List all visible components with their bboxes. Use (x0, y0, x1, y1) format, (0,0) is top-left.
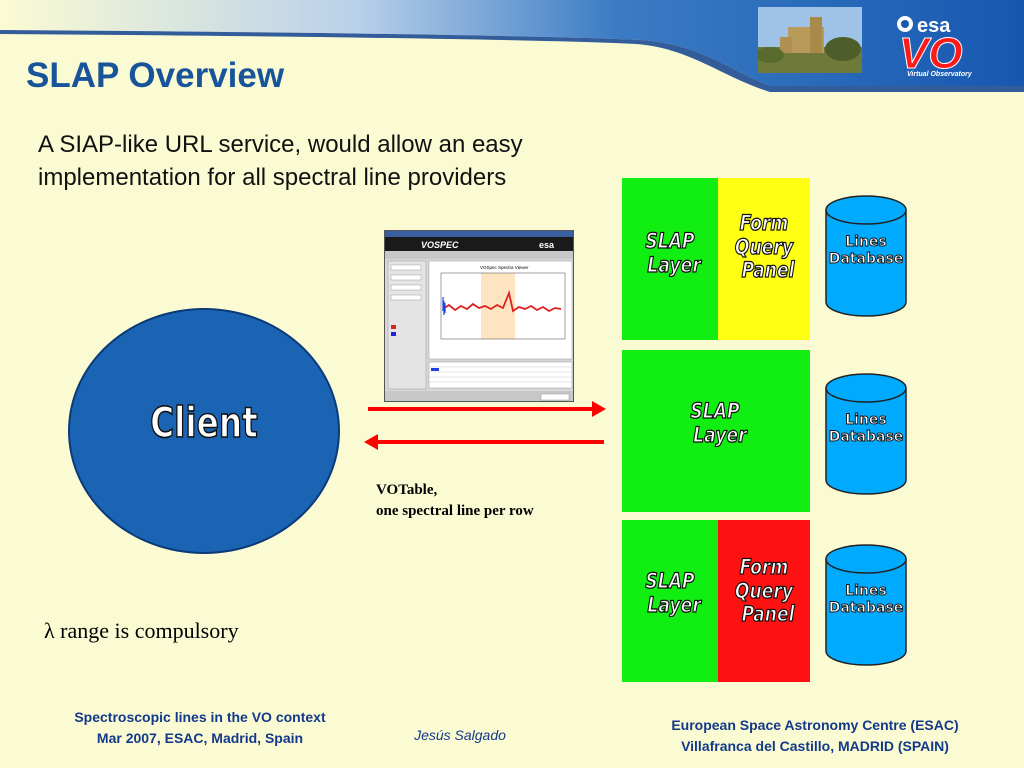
lines-text-2: Lines (845, 412, 887, 429)
footer-institution: European Space Astronomy Centre (ESAC) (671, 717, 959, 733)
request-arrow (368, 401, 606, 417)
vospec-screenshot: VOSPEC esa VOSpec Spectra Viewer (384, 230, 574, 402)
lines-database-cylinder-1 (825, 195, 907, 317)
lines-text-3: Lines (845, 583, 887, 600)
esa-vo-logo: esa VO Virtual Observatory (893, 10, 1013, 80)
slap-layer-label-3: SLAP Layer (631, 569, 710, 617)
castle-photo (758, 7, 862, 73)
slap-layer-label-2: SLAP Layer (670, 399, 760, 447)
footer-location: Villafranca del Castillo, MADRID (SPAIN) (681, 738, 949, 754)
vospec-title: VOSPEC (421, 240, 459, 250)
slap-line-1: SLAP (645, 229, 695, 253)
lines-text-1: Lines (845, 234, 887, 251)
form-line-3: Form (739, 555, 789, 579)
client-circle (68, 308, 340, 554)
lines-database-label-1: Lines Database (821, 234, 911, 268)
slap-layer-box-1 (622, 178, 718, 340)
slap-layer-box-3 (622, 520, 718, 682)
database-text-3: Database (828, 599, 904, 616)
footer-date-place: Mar 2007, ESAC, Madrid, Spain (96, 730, 304, 746)
lines-database-label-2: Lines Database (821, 412, 911, 446)
footer-left: Spectroscopic lines in the VO context Ma… (30, 707, 370, 749)
slap-line-2: SLAP (690, 399, 740, 423)
slap-layer-label-1: SLAP Layer (631, 229, 710, 277)
footer-right: European Space Astronomy Centre (ESAC) V… (630, 715, 1000, 757)
vo-logo-subtitle: Virtual Observatory (907, 71, 973, 78)
database-text-1: Database (828, 250, 904, 267)
form-query-panel-box-3 (718, 520, 810, 682)
slap-layer-box-2 (622, 350, 810, 512)
page-title: SLAP Overview (26, 56, 285, 95)
form-query-panel-label-1: Form Query Panel (725, 211, 804, 283)
form-query-panel-label-3: Form Query Panel (725, 555, 804, 627)
layer-line-3: Layer (647, 592, 702, 617)
votable-line-2: one spectral line per row (376, 503, 534, 519)
esa-logo-text: esa (917, 15, 951, 37)
votable-line-1: VOTable, (376, 482, 438, 498)
form-line-1: Form (739, 211, 789, 235)
layer-line-1: Layer (647, 252, 702, 277)
lines-database-cylinder-3 (825, 544, 907, 666)
lambda-note: λ range is compulsory (44, 618, 239, 643)
vospec-plot-title: VOSpec Spectra Viewer (480, 265, 529, 270)
data-flow-arrows (364, 401, 606, 450)
client-label: Client (150, 397, 259, 448)
footer-author: Jesús Salgado (414, 727, 506, 743)
query-line-1: Query (734, 234, 794, 259)
footer-context: Spectroscopic lines in the VO context (74, 709, 326, 725)
lines-database-cylinder-2 (825, 373, 907, 495)
vospec-esa-text: esa (539, 240, 555, 250)
lines-database-label-3: Lines Database (821, 583, 911, 617)
response-arrow (364, 434, 604, 450)
intro-text: A SIAP-like URL service, would allow an … (38, 131, 523, 191)
vo-logo-text: VO (899, 29, 963, 78)
layer-line-2: Layer (693, 422, 748, 447)
form-query-panel-box-1 (718, 178, 810, 340)
votable-note: VOTable, one spectral line per row (376, 480, 534, 522)
panel-line-3: Panel (741, 602, 795, 627)
slap-line-3: SLAP (645, 569, 695, 593)
database-text-2: Database (828, 428, 904, 445)
panel-line-1: Panel (741, 258, 795, 283)
query-line-3: Query (734, 578, 794, 603)
